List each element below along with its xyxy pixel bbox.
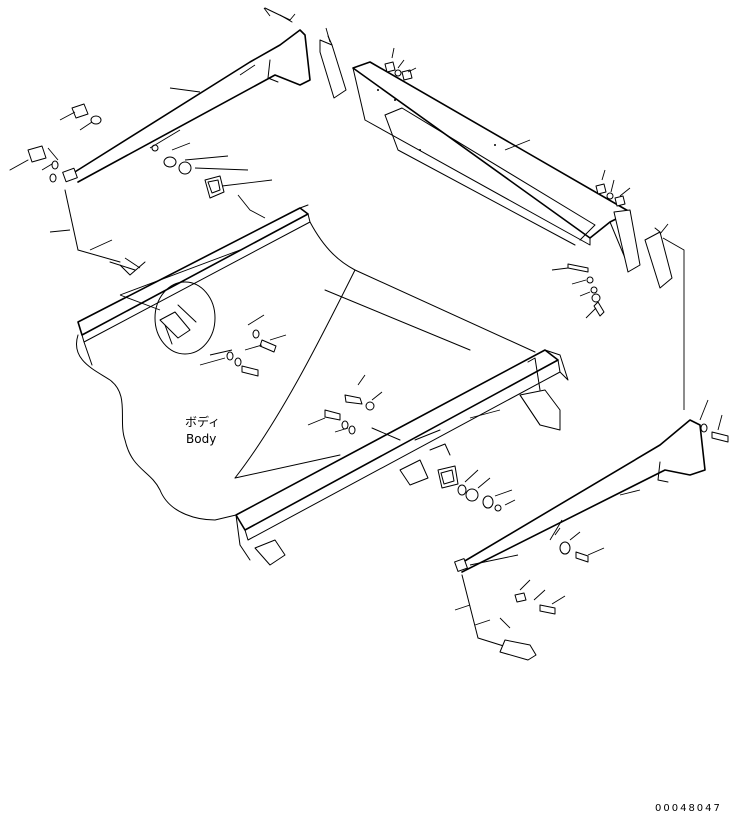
drawing-number: 00048047	[655, 803, 722, 814]
center-fasteners	[199, 314, 516, 512]
body-label-jp: ボディ	[185, 414, 220, 429]
upper-left-arm-assembly	[9, 7, 347, 276]
body-frame	[75, 194, 569, 566]
upper-right-beam	[352, 47, 685, 410]
lower-right-arm-assembly	[454, 399, 729, 661]
body-label-en: Body	[186, 432, 216, 446]
